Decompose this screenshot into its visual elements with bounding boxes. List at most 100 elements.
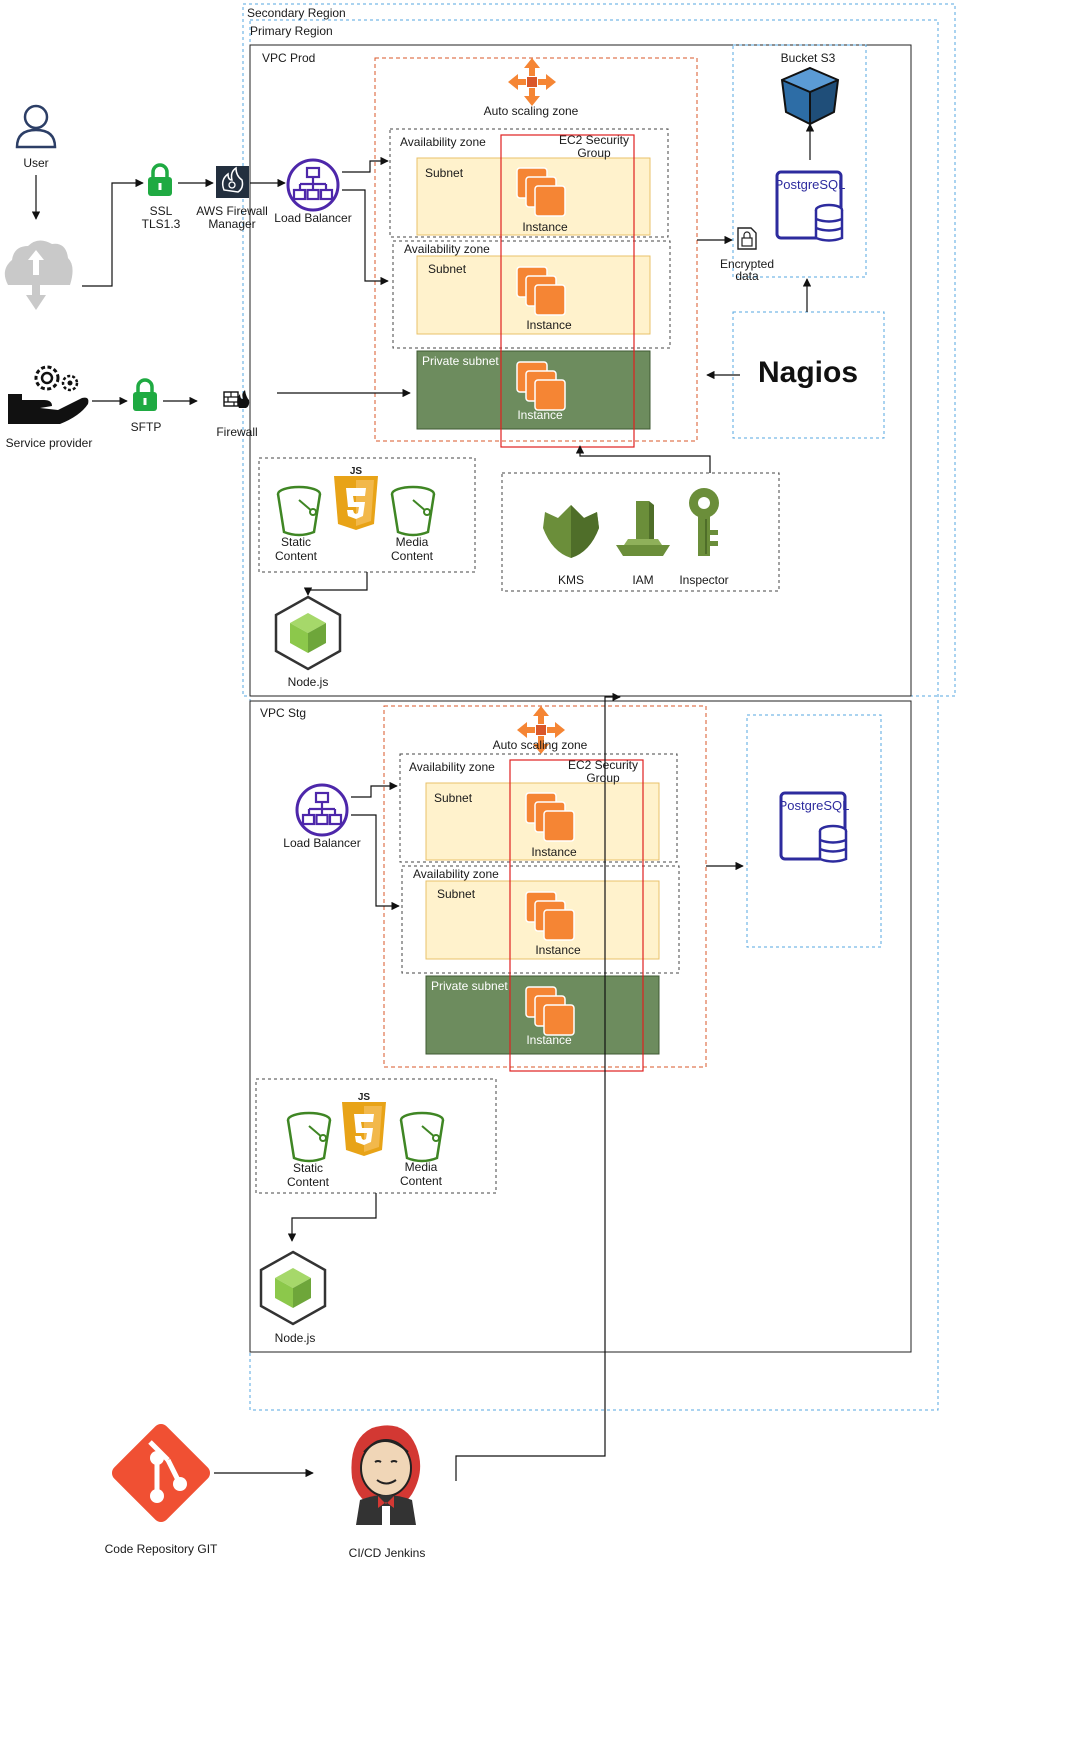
prod-media-bucket-icon — [390, 485, 436, 537]
connector-stg-content-to-nodejs — [287, 1193, 377, 1242]
prod-nodejs-icon — [274, 595, 342, 671]
firewall-manager-label-line1: AWS Firewall — [196, 204, 268, 218]
service-provider-icon — [8, 365, 89, 424]
primary-region-box — [249, 19, 939, 1411]
prod-load-balancer-icon — [286, 158, 340, 212]
prod-instance-3-label: Instance — [517, 408, 563, 422]
stg-media-bucket-icon — [399, 1111, 445, 1163]
prod-auto-scaling-label: Auto scaling zone — [484, 104, 579, 118]
stg-data-box — [746, 714, 882, 948]
ssl-lock-icon — [146, 163, 174, 198]
stg-sg-label-line2: Group — [586, 771, 620, 785]
user-label: User — [23, 156, 48, 170]
prod-private-subnet-label: Private subnet — [422, 354, 499, 368]
ssl-label-line2: TLS1.3 — [142, 217, 181, 231]
secondary-region-title: Secondary Region — [247, 6, 346, 20]
kms-icon — [543, 505, 599, 558]
kms-label: KMS — [558, 573, 584, 587]
encrypted-data-label-line1: Encrypted — [720, 257, 774, 271]
firewall-label: Firewall — [216, 425, 257, 439]
encrypted-data-icon — [737, 227, 757, 250]
jenkins-icon — [351, 1425, 421, 1525]
stg-load-balancer-icon — [295, 783, 349, 837]
prod-az2-label: Availability zone — [404, 242, 490, 256]
stg-auto-scaling-label: Auto scaling zone — [493, 738, 588, 752]
stg-instance-3-label: Instance — [526, 1033, 572, 1047]
stg-static-bucket-icon — [286, 1111, 332, 1163]
prod-instance-2-label: Instance — [526, 318, 572, 332]
prod-sg-label-line2: Group — [577, 146, 611, 160]
stg-media-label-line1: Media — [405, 1160, 438, 1174]
git-icon — [111, 1423, 211, 1523]
connector-cloud-to-ssl — [82, 178, 144, 287]
vpc-stg-box — [249, 700, 912, 1353]
stg-availability-zone-2 — [401, 865, 680, 974]
iam-label: IAM — [632, 573, 653, 587]
stg-instance-1-label: Instance — [531, 845, 577, 859]
prod-subnet-2-label: Subnet — [428, 262, 467, 276]
prod-sg-label-line1: EC2 Security — [559, 133, 629, 147]
prod-js-icon — [334, 466, 378, 530]
connector-stg-lb-to-az1 — [351, 781, 398, 798]
stg-nodejs-label: Node.js — [275, 1331, 316, 1345]
inspector-icon — [689, 488, 719, 556]
firewall-manager-icon — [216, 166, 249, 198]
stg-az1-label: Availability zone — [409, 760, 495, 774]
ssl-label-line1: SSL — [150, 204, 173, 218]
stg-static-label-line1: Static — [293, 1161, 323, 1175]
secondary-region-box — [242, 3, 956, 697]
stg-media-label-line2: Content — [400, 1174, 443, 1188]
primary-region-title: Primary Region — [250, 24, 333, 38]
prod-nodejs-label: Node.js — [288, 675, 329, 689]
stg-subnet-2-label: Subnet — [437, 887, 476, 901]
bucket-s3-label: Bucket S3 — [781, 51, 836, 65]
stg-static-label-line2: Content — [287, 1175, 330, 1189]
bucket-s3-icon — [780, 66, 840, 126]
sftp-label: SFTP — [131, 420, 162, 434]
connector-security-to-autoscale — [575, 445, 711, 473]
nagios-logo: Nagios — [758, 356, 858, 389]
firewall-icon — [223, 390, 250, 408]
jenkins-label: CI/CD Jenkins — [349, 1546, 426, 1560]
prod-data-box — [732, 44, 867, 278]
stg-private-subnet-label: Private subnet — [431, 979, 508, 993]
prod-media-label-line2: Content — [391, 549, 434, 563]
prod-instance-1-label: Instance — [522, 220, 568, 234]
service-provider-label: Service provider — [6, 436, 93, 450]
prod-media-label-line1: Media — [396, 535, 429, 549]
security-services-box — [501, 472, 780, 592]
connector-jenkins-to-vpc — [455, 692, 621, 1481]
connector-prod-lb-to-az1 — [342, 156, 389, 173]
stg-az2-label: Availability zone — [413, 867, 499, 881]
connector-stg-lb-to-az2 — [351, 814, 400, 911]
iam-icon — [616, 501, 670, 556]
vpc-prod-title: VPC Prod — [262, 51, 315, 65]
prod-auto-scaling-icon — [508, 58, 556, 106]
stg-load-balancer-label: Load Balancer — [283, 836, 360, 850]
stg-ec2-security-group — [509, 759, 644, 1072]
connector-prod-content-to-nodejs — [303, 572, 368, 596]
encrypted-data-label-line2: data — [735, 269, 759, 283]
prod-static-bucket-icon — [276, 485, 322, 537]
cloud-upload-icon — [4, 240, 73, 310]
user-icon — [15, 104, 57, 149]
stg-nodejs-icon — [259, 1250, 327, 1326]
stg-subnet-1-label: Subnet — [434, 791, 473, 805]
stg-availability-zone-1 — [399, 753, 678, 863]
prod-load-balancer-label: Load Balancer — [274, 211, 351, 225]
inspector-label: Inspector — [679, 573, 728, 587]
stg-js-icon — [342, 1092, 386, 1156]
connector-group — [31, 123, 815, 1481]
prod-az1-label: Availability zone — [400, 135, 486, 149]
stg-instance-2-label: Instance — [535, 943, 581, 957]
prod-static-label-line1: Static — [281, 535, 311, 549]
prod-subnet-1-label: Subnet — [425, 166, 464, 180]
prod-auto-scaling-zone — [374, 57, 698, 442]
firewall-manager-label-line2: Manager — [208, 217, 255, 231]
sftp-lock-icon — [131, 378, 159, 413]
stg-postgresql-label: PostgreSQL — [779, 798, 850, 813]
git-label: Code Repository GIT — [105, 1542, 218, 1556]
prod-availability-zone-2 — [392, 240, 671, 349]
prod-availability-zone-1 — [389, 128, 669, 238]
